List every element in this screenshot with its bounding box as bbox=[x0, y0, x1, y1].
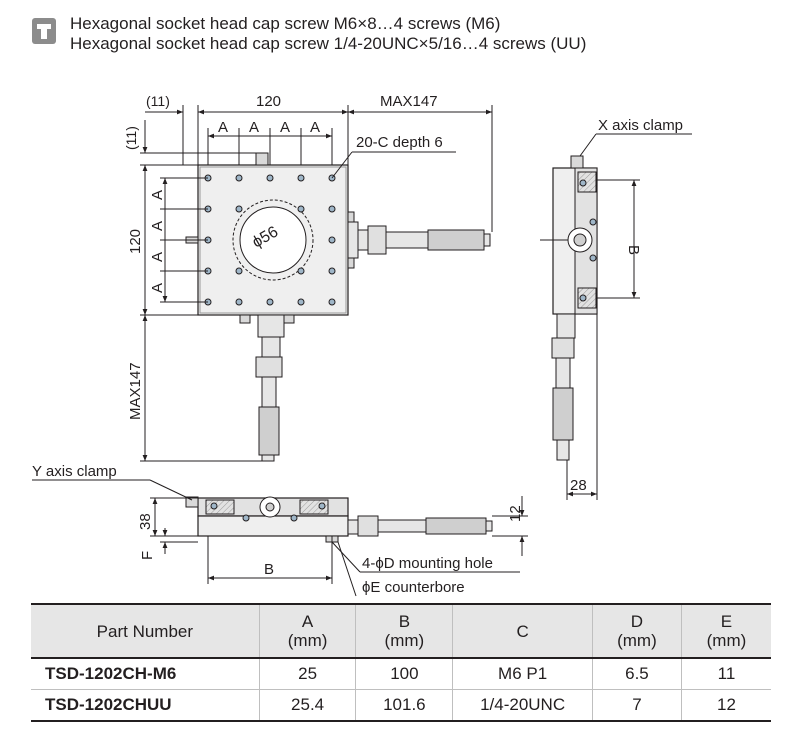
col-header-d: D(mm) bbox=[591, 603, 682, 659]
dim-max147-top: MAX147 bbox=[380, 93, 438, 110]
screw-note-uu: Hexagonal socket head cap screw 1/4-20UN… bbox=[70, 34, 587, 53]
cell-d: 7 bbox=[591, 689, 682, 722]
dim-11-left: (11) bbox=[123, 126, 139, 150]
dim-28: 28 bbox=[570, 477, 587, 494]
label-x-axis-clamp: X axis clamp bbox=[598, 117, 683, 134]
table-row: TSD-1202CH-M6 25 100 M6 P1 6.5 11 bbox=[31, 658, 771, 690]
cell-e: 11 bbox=[680, 658, 771, 690]
dim-a-left-1: A bbox=[149, 190, 166, 200]
col-header-e: E(mm) bbox=[680, 603, 771, 659]
dim-38: 38 bbox=[137, 513, 154, 530]
dim-120-top: 120 bbox=[256, 93, 281, 110]
cell-b: 100 bbox=[355, 658, 454, 690]
dim-a-3: A bbox=[280, 119, 290, 136]
cell-part-number: TSD-1202CH-M6 bbox=[31, 658, 260, 690]
dim-max147-left: MAX147 bbox=[127, 362, 144, 420]
screw-note-m6: Hexagonal socket head cap screw M6×8…4 s… bbox=[70, 14, 501, 33]
cell-c: 1/4-20UNC bbox=[452, 689, 593, 722]
technical-drawing: (11) 120 MAX147 A A A A 20-C depth 6 (11… bbox=[32, 93, 692, 597]
dim-a-left-3: A bbox=[149, 252, 166, 262]
label-20c-depth: 20-C depth 6 bbox=[356, 134, 443, 151]
dim-b-side: B bbox=[625, 245, 642, 255]
dim-120-left: 120 bbox=[127, 229, 144, 254]
table-header-row: Part Number A(mm) B(mm) C D(mm) E(mm) bbox=[31, 603, 771, 659]
cell-d: 6.5 bbox=[591, 658, 682, 690]
top-view bbox=[185, 152, 491, 462]
side-view bbox=[540, 133, 692, 500]
dim-b-front: B bbox=[264, 561, 274, 578]
screw-icon bbox=[32, 18, 56, 44]
col-header-c: C bbox=[452, 603, 593, 659]
cell-e: 12 bbox=[680, 689, 771, 722]
label-mounting-hole: 4-ϕD mounting hole bbox=[362, 555, 493, 572]
label-y-axis-clamp: Y axis clamp bbox=[32, 463, 117, 480]
dim-a-left-2: A bbox=[149, 221, 166, 231]
dim-a-2: A bbox=[249, 119, 259, 136]
dim-a-1: A bbox=[218, 119, 228, 136]
top-dimensions bbox=[145, 105, 493, 232]
front-view bbox=[32, 479, 528, 597]
cell-a: 25 bbox=[258, 658, 357, 690]
dim-a-left-4: A bbox=[149, 283, 166, 293]
left-dimensions bbox=[140, 120, 262, 462]
cell-c: M6 P1 bbox=[452, 658, 593, 690]
col-header-b: B(mm) bbox=[355, 603, 454, 659]
mounting-hole-grid bbox=[204, 174, 336, 306]
col-header-a: A(mm) bbox=[258, 603, 357, 659]
spec-table: Part Number A(mm) B(mm) C D(mm) E(mm) TS… bbox=[31, 603, 771, 722]
table-row: TSD-1202CHUU 25.4 101.6 1/4-20UNC 7 12 bbox=[31, 689, 771, 722]
cell-a: 25.4 bbox=[258, 689, 357, 722]
label-counterbore: ϕE counterbore bbox=[362, 579, 465, 596]
dim-a-4: A bbox=[310, 119, 320, 136]
cell-b: 101.6 bbox=[355, 689, 454, 722]
cell-part-number: TSD-1202CHUU bbox=[31, 689, 260, 722]
dim-11-top: (11) bbox=[146, 93, 170, 109]
col-header-part-number: Part Number bbox=[31, 603, 260, 659]
dim-f: F bbox=[139, 551, 156, 560]
dim-12: 12 bbox=[507, 505, 524, 522]
